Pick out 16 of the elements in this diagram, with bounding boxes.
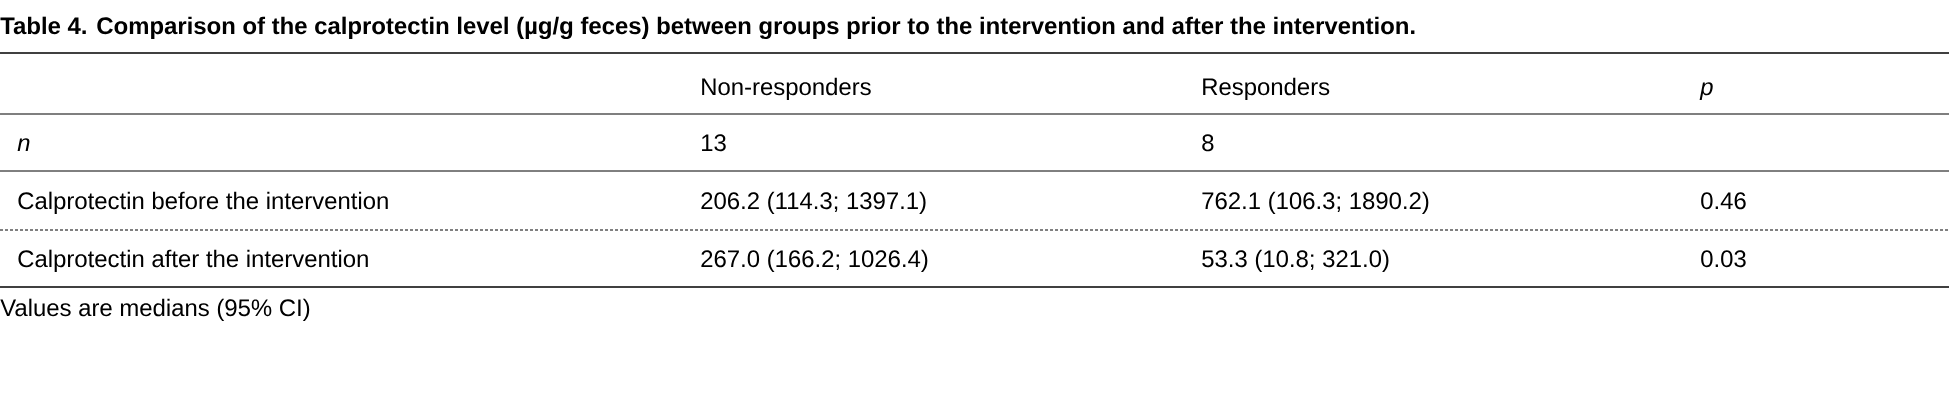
table-cell: 762.1 (106.3; 1890.2): [1202, 191, 1429, 214]
table-cell: p: [1699, 82, 1713, 100]
table-cell: 13: [702, 134, 726, 152]
table-cell: Calprotectin after the intervention: [18, 249, 368, 272]
table-cell: Calprotectin before the intervention: [18, 191, 388, 214]
table-cell: 53.3 (10.8; 321.0): [1202, 249, 1389, 272]
table-cell: Non-responders: [702, 77, 871, 100]
table-cell: Responders: [1203, 77, 1330, 100]
table-cell: 8: [1202, 134, 1214, 152]
table-title: Table 4. Comparison of the calprotectin level (µg/g feces) between groups prior to the intervention and after the intervention.: [0, 16, 1415, 40]
table-cell: 0.03: [1701, 250, 1746, 268]
table-cell: 206.2 (114.3; 1397.1): [701, 191, 926, 214]
table-cell: 267.0 (166.2; 1026.4): [701, 249, 928, 272]
table-note: Values are medians (95% CI): [0, 298, 310, 321]
table-cell: n: [17, 138, 30, 151]
table-cell: 0.46: [1701, 192, 1746, 210]
